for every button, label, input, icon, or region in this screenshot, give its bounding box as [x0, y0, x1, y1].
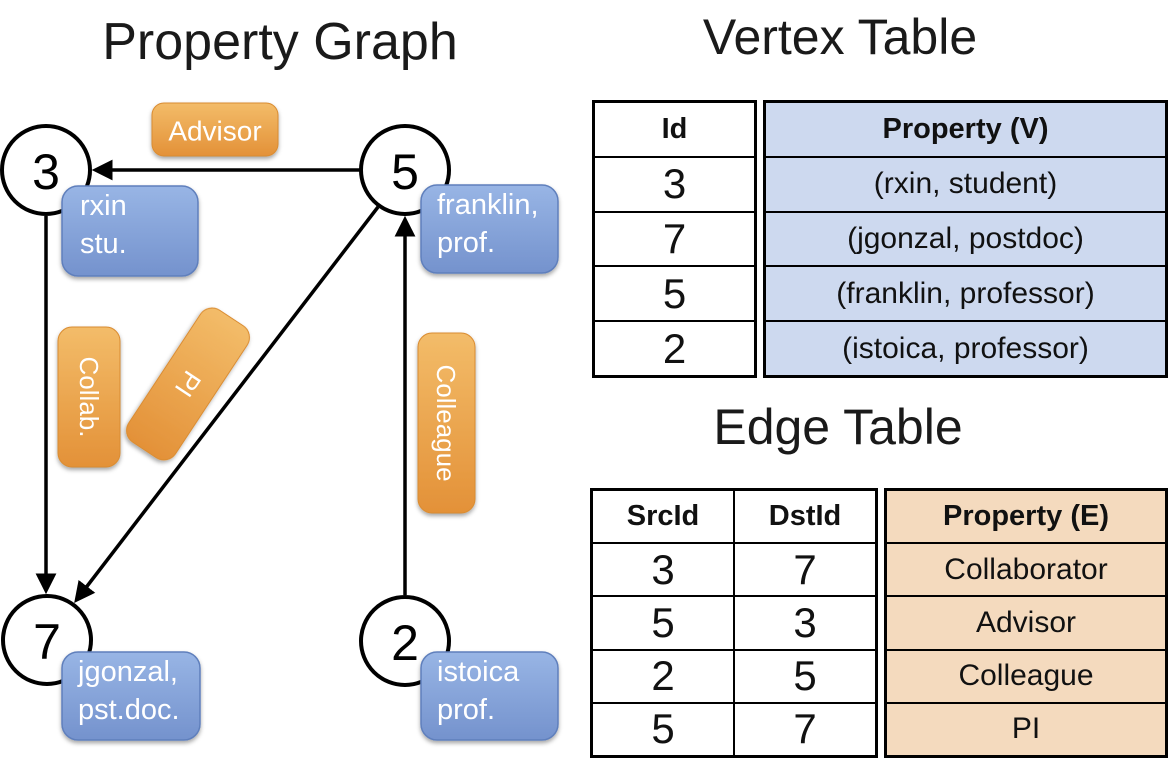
- edge-arrow-5-to-7: [74, 205, 380, 603]
- vertex-card-franklin: franklin, prof.: [420, 184, 559, 274]
- edge-table: SrcId DstId 3 7 5 3 2 5 5 7 Property (E)…: [590, 488, 1168, 758]
- vertex-card-franklin-line1: franklin,: [437, 189, 539, 221]
- vertex-table-id-cell: 2: [595, 320, 754, 375]
- vertex-card-rxin: rxin stu.: [61, 185, 199, 277]
- vertex-card-jgonzal: jgonzal, pst.doc.: [61, 651, 201, 741]
- edge-table-id-columns: SrcId DstId 3 7 5 3 2 5 5 7: [590, 488, 878, 758]
- edge-table-row: 3 7: [593, 542, 875, 596]
- vertex-table-property-cell: (jgonzal, postdoc): [766, 210, 1165, 266]
- vertex-card-jgonzal-line1: jgonzal,: [77, 656, 178, 688]
- edge-table-row: 5 3: [593, 595, 875, 649]
- vertex-card-jgonzal-line2: pst.doc.: [78, 694, 180, 726]
- edge-label-colleague: Colleague: [417, 332, 476, 514]
- edge-label-advisor: Advisor: [151, 102, 279, 157]
- node-id-3: 3: [32, 144, 60, 200]
- edge-table-property-cell: Collaborator: [887, 542, 1165, 595]
- vertex-card-rxin-line2: stu.: [80, 228, 127, 260]
- edge-table-header-dstid: DstId: [768, 500, 842, 533]
- edge-table-row: 2 5: [593, 648, 875, 702]
- edge-table-src-cell: 3: [593, 544, 735, 596]
- edge-table-property-column: Property (E) Collaborator Advisor Collea…: [884, 488, 1168, 758]
- vertex-table-property-cell: (istoica, professor): [766, 320, 1165, 375]
- vertex-table-property-column: Property (V) (rxin, student) (jgonzal, p…: [763, 100, 1168, 378]
- vertex-table-header-id: Id: [661, 112, 688, 145]
- edge-table-dst-cell: 7: [793, 545, 817, 593]
- edge-label-pi: PI: [126, 307, 250, 461]
- edge-table-header-property: Property (E): [943, 500, 1109, 533]
- edge-label-advisor-text: Advisor: [168, 116, 261, 147]
- property-graph-diagram: 3 5 7 2 Advisor Collab. PI Colleague rxi…: [0, 102, 559, 741]
- vertex-table-id-cell: 7: [595, 210, 754, 266]
- vertex-card-istoica-line1: istoica: [437, 656, 520, 688]
- vertex-table-property-cell: (rxin, student): [766, 155, 1165, 211]
- edge-table-row: 5 7: [593, 701, 875, 756]
- edge-table-header-srcid: SrcId: [593, 491, 735, 543]
- vertex-table-header-property: Property (V): [882, 112, 1049, 145]
- property-graph-title: Property Graph: [102, 13, 458, 71]
- edge-table-src-cell: 5: [593, 703, 735, 756]
- edge-table-header-row: SrcId DstId: [593, 491, 875, 543]
- edge-table-property-cell: PI: [887, 701, 1165, 755]
- node-id-2: 2: [391, 615, 419, 671]
- edge-label-colleague-text: Colleague: [431, 364, 461, 481]
- edge-label-collab: Collab.: [57, 326, 121, 468]
- vertex-table-id-column: Id 3 7 5 2: [592, 100, 757, 378]
- edge-table-dst-cell: 5: [793, 652, 817, 700]
- vertex-table-id-cell: 5: [595, 265, 754, 320]
- edge-table-property-cell: Colleague: [887, 648, 1165, 702]
- vertex-table-id-cell: 3: [595, 155, 754, 211]
- vertex-card-istoica: istoica prof.: [420, 651, 559, 741]
- edge-label-collab-text: Collab.: [74, 357, 104, 438]
- vertex-card-istoica-line2: prof.: [437, 694, 495, 726]
- vertex-card-rxin-line1: rxin: [80, 190, 127, 222]
- node-id-7: 7: [33, 614, 61, 670]
- node-id-5: 5: [391, 144, 419, 200]
- edge-table-dst-cell: 3: [793, 599, 817, 646]
- vertex-table: Id 3 7 5 2 Property (V) (rxin, student) …: [592, 100, 1168, 378]
- vertex-table-title: Vertex Table: [702, 9, 978, 65]
- edge-table-dst-cell: 7: [793, 705, 817, 753]
- edge-table-title: Edge Table: [713, 399, 963, 455]
- vertex-table-property-cell: (franklin, professor): [766, 265, 1165, 320]
- vertex-card-franklin-line2: prof.: [437, 227, 495, 259]
- edge-table-property-cell: Advisor: [887, 595, 1165, 648]
- edge-table-src-cell: 5: [593, 597, 735, 649]
- edge-table-src-cell: 2: [593, 650, 735, 702]
